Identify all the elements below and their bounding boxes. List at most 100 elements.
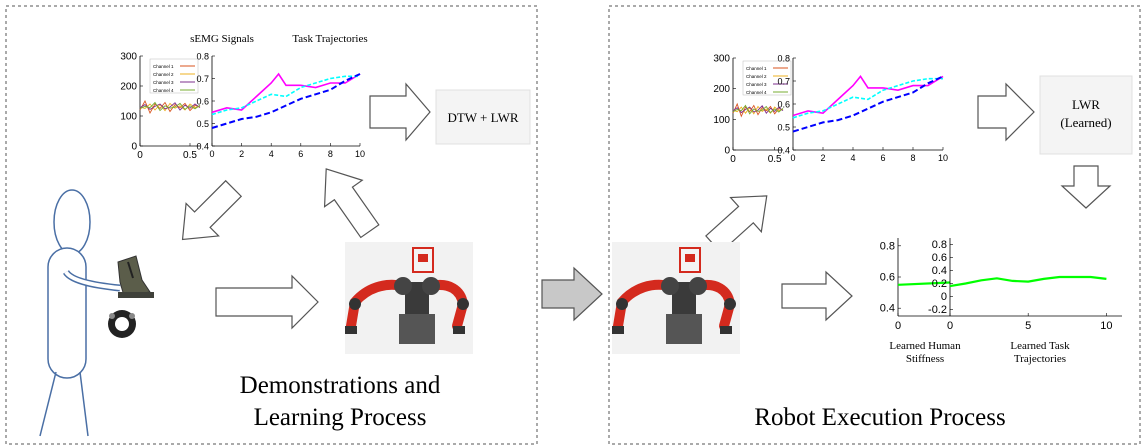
- series-line: [897, 281, 951, 286]
- arrow-to-robot: [215, 274, 319, 330]
- y-tick-label: 300: [713, 54, 730, 65]
- series-line: [792, 75, 944, 117]
- y-tick-label: 100: [713, 115, 730, 126]
- series-line: [139, 99, 201, 115]
- lwr-learned-box: [1039, 75, 1133, 155]
- x-tick-label: 4: [269, 149, 274, 159]
- y-tick-label: 0.6: [932, 252, 947, 264]
- demo-caption: Demonstrations and Learning Process: [190, 370, 490, 434]
- series-line: [792, 77, 943, 119]
- arrow-to-dtw-lwr: [369, 82, 431, 142]
- y-tick-label: 0.7: [777, 77, 790, 87]
- y-tick-label: 200: [120, 82, 137, 93]
- y-tick-label: 0: [724, 146, 730, 157]
- demo-caption-line1: Demonstrations and: [239, 372, 441, 399]
- arrow-down-lwr: [1060, 165, 1112, 209]
- legend-entry: Channel 1: [153, 64, 174, 69]
- learned-stiffness-chart: 0.80.60.40: [880, 238, 951, 332]
- x-tick-label: 0: [947, 320, 953, 332]
- emg-armband: [108, 310, 136, 338]
- x-tick-label: 0.5: [183, 150, 197, 161]
- x-tick-label: 8: [328, 149, 333, 159]
- trajectory-title: Task Trajectories: [292, 33, 367, 45]
- series-line: [139, 102, 201, 111]
- dtw-lwr-box: [435, 89, 531, 145]
- demonstration-panel: [5, 5, 538, 445]
- series-line: [732, 104, 784, 115]
- traj-label-2: Trajectories: [1014, 353, 1066, 365]
- haptic-device: [117, 255, 154, 298]
- x-tick-label: 4: [850, 153, 855, 163]
- y-tick-label: 0.4: [932, 265, 947, 277]
- y-tick-label: 0.5: [777, 123, 790, 133]
- stiffness-label-2: Stiffness: [906, 353, 944, 365]
- x-tick-label: 8: [910, 153, 915, 163]
- y-tick-label: 0.7: [196, 74, 209, 84]
- series-line: [792, 75, 944, 133]
- trajectory-chart-exec: 0.8 0.7 0.6 0.5 0.40 2 4 6 8 10: [777, 54, 948, 164]
- y-tick-label: 0.6: [880, 272, 895, 284]
- x-tick-label: 0: [137, 150, 143, 161]
- x-tick-label: 0: [730, 154, 736, 165]
- y-tick-label: 300: [120, 52, 137, 63]
- dtw-lwr-label: DTW + LWR: [447, 110, 518, 125]
- x-tick-label: 10: [938, 153, 948, 163]
- baxter-robot-demo: [345, 242, 473, 354]
- y-tick-label: 0.2: [932, 278, 947, 290]
- stiffness-label-1: Learned Human: [889, 340, 961, 352]
- x-tick-label: 2: [239, 149, 244, 159]
- x-tick-label: 10: [1100, 320, 1112, 332]
- series-line: [949, 275, 1107, 288]
- arrow-panel-transition: [541, 266, 603, 322]
- y-tick-label: 0.4: [777, 146, 790, 156]
- y-tick-label: 0.8: [932, 239, 947, 251]
- series-line: [732, 105, 784, 115]
- series-line: [211, 75, 360, 116]
- y-tick-label: 100: [120, 112, 137, 123]
- execution-panel: [608, 5, 1141, 445]
- y-tick-label: 0.8: [880, 240, 895, 252]
- arrow-to-human: [181, 179, 243, 241]
- series-line: [732, 102, 784, 118]
- y-tick-label: 0.8: [196, 52, 209, 62]
- x-tick-label: 5: [1025, 320, 1031, 332]
- traj-label-1: Learned Task: [1010, 340, 1070, 352]
- semg-title: sEMG Signals: [190, 33, 254, 45]
- y-tick-label: 0.6: [777, 100, 790, 110]
- legend-box: [742, 60, 792, 96]
- legend-entry: Channel 4: [746, 90, 767, 95]
- y-tick-label: -0.2: [928, 304, 947, 316]
- legend-entry: Channel 3: [746, 82, 767, 87]
- y-tick-label: 0.5: [196, 119, 209, 129]
- y-tick-label: 200: [713, 84, 730, 95]
- y-tick-label: 0.4: [196, 142, 209, 152]
- y-tick-label: 0: [941, 291, 947, 303]
- x-tick-label: 6: [298, 149, 303, 159]
- demo-caption-line2: Learning Process: [253, 404, 427, 431]
- arrow-to-learned: [781, 270, 853, 322]
- legend-box: [149, 58, 199, 94]
- series-line: [139, 101, 201, 112]
- x-tick-label: 0.5: [768, 154, 782, 165]
- series-line: [211, 72, 361, 114]
- x-tick-label: 2: [820, 153, 825, 163]
- lwr-label: LWR: [1072, 97, 1100, 112]
- x-tick-label: 0: [209, 149, 214, 159]
- arrow-to-lwr: [977, 82, 1035, 142]
- x-tick-label: 0: [790, 153, 795, 163]
- y-tick-label: 0.8: [777, 54, 790, 64]
- legend-entry: Channel 3: [153, 80, 174, 85]
- legend-entry: Channel 4: [153, 88, 174, 93]
- series-line: [732, 105, 784, 114]
- human-figure: [39, 189, 121, 437]
- x-tick-label: 6: [880, 153, 885, 163]
- x-tick-label: 10: [355, 149, 365, 159]
- series-line: [211, 73, 361, 129]
